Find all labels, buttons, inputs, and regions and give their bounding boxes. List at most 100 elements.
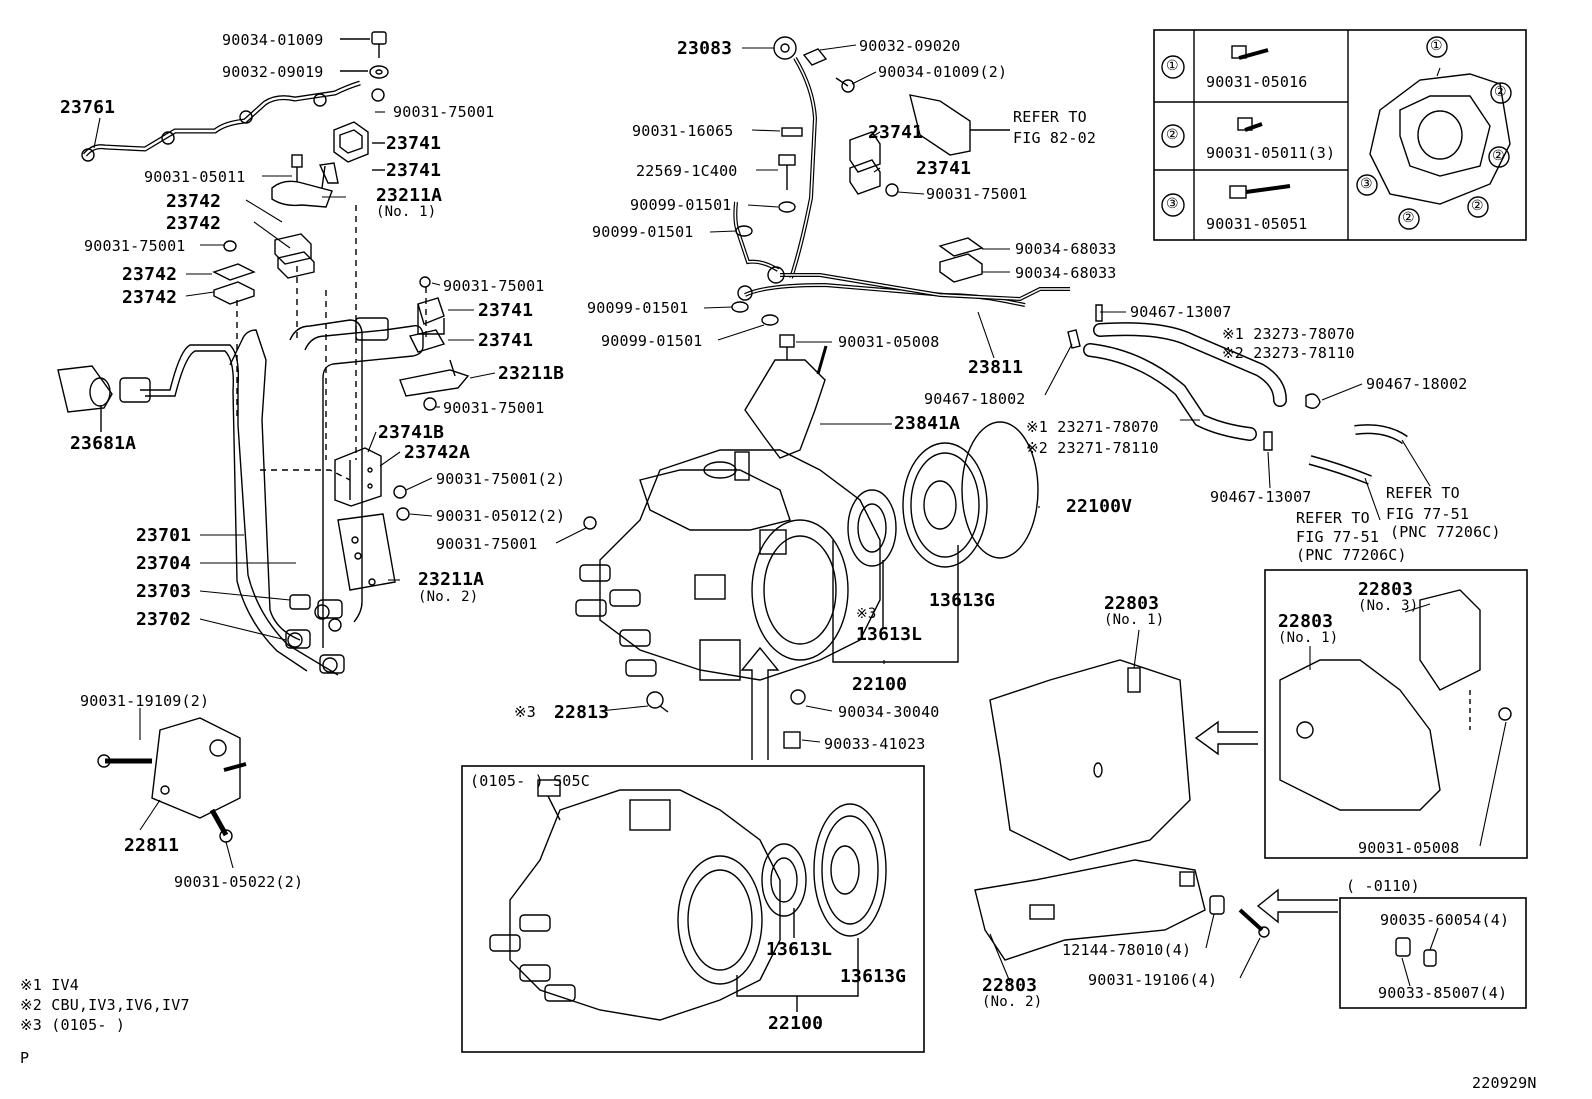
key-part-1: 90031-05016 [1206, 73, 1308, 91]
callout-2b: ② [1492, 148, 1505, 164]
fuel-line-23761 [81, 80, 385, 162]
part-label-p90033-85007: 90033-85007(4) [1378, 984, 1508, 1002]
bracket-23841A [744, 345, 828, 459]
inset-box-22803 [1264, 569, 1528, 859]
callout-2c: ② [1471, 198, 1484, 214]
bearing-13613L-inset [761, 843, 807, 917]
part-label-p90099-01501d: 90099-01501 [601, 332, 703, 350]
part-label-p0110: ( -0110) [1346, 877, 1420, 895]
assembly-lines-left [236, 205, 427, 481]
part-label-p13613G-a: 13613G [929, 590, 996, 611]
part-label-p23742b: 23742 [166, 213, 222, 234]
injection-pipe-ends [285, 594, 345, 674]
part-label-p22100a: 22100 [852, 674, 908, 695]
hose-clamps [1067, 304, 1321, 451]
part-label-p23703: 23703 [136, 581, 192, 602]
part-label-prefer82b: FIG 82-02 [1013, 129, 1097, 147]
part-label-prefer77b1: REFER TO [1296, 509, 1370, 527]
part-label-p90031-75001-2: 90031-75001(2) [436, 470, 566, 488]
part-label-p90034-68033b: 90034-68033 [1015, 264, 1117, 282]
part-label-p13613L-a: 13613L [856, 624, 923, 645]
part-label-p90031-05008b: 90031-05008 [1358, 839, 1460, 857]
corner-p: P [20, 1049, 30, 1067]
part-label-p12144: 12144-78010(4) [1062, 941, 1192, 959]
part-label-p90467-18002a: 90467-18002 [1366, 375, 1468, 393]
part-label-p22803-1: 22803 [1104, 593, 1160, 614]
o-ring-22100V [961, 421, 1039, 559]
part-label-p23211A-2n: (No. 2) [418, 589, 479, 605]
hoses-23271-23273 [1083, 322, 1408, 485]
part-label-p23704: 23704 [136, 553, 192, 574]
part-label-p23271b: ※2 23271-78110 [1026, 439, 1159, 457]
cover-22803-no1 [989, 659, 1191, 861]
key-mark-2: ② [1166, 127, 1179, 143]
key-part-2: 90031-05011(3) [1206, 144, 1336, 162]
bracket-22811 [97, 717, 247, 843]
part-label-p22803-2: 22803 [982, 975, 1038, 996]
callout-1: ① [1430, 38, 1443, 54]
bracket-line-22100a [832, 540, 959, 663]
figure-code: 220929N [1472, 1074, 1537, 1092]
key-mark-3: ③ [1166, 196, 1179, 212]
part-label-p90034-30040: 90034-30040 [838, 703, 940, 721]
part-label-p22803-1bn: (No. 1) [1278, 630, 1339, 646]
part-label-p23742A: 23742A [404, 442, 471, 463]
inset-box-0110 [1339, 897, 1527, 1009]
callout-2a: ② [1494, 84, 1507, 100]
part-label-p90031-16065: 90031-16065 [632, 122, 734, 140]
clamp-23741-center [849, 131, 899, 197]
part-label-p22813: 22813 [554, 702, 610, 723]
bracket-23211A-no1 [271, 154, 333, 208]
timing-cover-22803-inset [1279, 589, 1512, 811]
part-label-p22803-1b: 22803 [1278, 611, 1334, 632]
part-label-p90035-60054: 90035-60054(4) [1380, 911, 1510, 929]
key-part-3: 90031-05051 [1206, 215, 1308, 233]
part-label-p23811: 23811 [968, 357, 1024, 378]
injection-pump-main [575, 449, 881, 749]
gear-13613G [902, 442, 988, 568]
part-label-prefer77b3: (PNC 77206C) [1296, 546, 1407, 564]
part-label-p90031-75001a: 90031-75001 [393, 103, 495, 121]
part-label-p23741d: 23741 [478, 330, 534, 351]
leader-lines [93, 44, 1507, 987]
part-label-p90031-75001b: 90031-75001 [84, 237, 186, 255]
part-label-p23742a: 23742 [166, 191, 222, 212]
part-label-prefer77b2: FIG 77-51 [1296, 528, 1380, 546]
part-label-p90467-18002b: 90467-18002 [924, 390, 1026, 408]
clamp-23741-mid [408, 276, 446, 353]
note-3: ※3 (0105- ) [20, 1016, 126, 1034]
arrow-up-center [740, 646, 780, 760]
injection-pump-s05c [489, 779, 781, 1021]
part-label-p13613G-b: 13613G [840, 966, 907, 987]
bolt-90034-01009 [369, 31, 389, 79]
part-label-p90031-75001e: 90031-75001 [436, 535, 538, 553]
small-parts-bottom-right [1209, 888, 1437, 967]
part-label-p22100b: 22100 [768, 1013, 824, 1034]
part-label-p22811: 22811 [124, 835, 180, 856]
part-label-p23741a: 23741 [386, 133, 442, 154]
fitting-23681A [57, 365, 151, 432]
part-label-p23083: 23083 [677, 38, 733, 59]
part-label-prefer82a: REFER TO [1013, 108, 1087, 126]
part-label-p23741B: 23741B [378, 422, 445, 443]
part-label-p90032-09020: 90032-09020 [859, 37, 961, 55]
banjo-washers-center [731, 48, 855, 360]
clamps-90034-68033 [938, 237, 984, 283]
part-label-p23741e: 23741 [868, 122, 924, 143]
part-label-p22813x: ※3 [514, 703, 536, 721]
note-2: ※2 CBU,IV3,IV6,IV7 [20, 996, 190, 1014]
part-label-p90467-13007a: 90467-13007 [1130, 303, 1232, 321]
part-label-p13613L-b: 13613L [766, 939, 833, 960]
part-label-p22803-3n: (No. 3) [1358, 598, 1419, 614]
part-label-p90099-01501a: 90099-01501 [630, 196, 732, 214]
part-label-p90467-13007b: 90467-13007 [1210, 488, 1312, 506]
part-label-p90031-75001d: 90031-75001 [443, 399, 545, 417]
inset-box-s05c [461, 765, 925, 1053]
part-label-p23741c: 23741 [478, 300, 534, 321]
part-label-p90031-05012-2: 90031-05012(2) [436, 507, 566, 525]
part-label-p13613L-ax: ※3 [856, 606, 877, 622]
part-label-p23211A-1n: (No. 1) [376, 204, 437, 220]
part-label-p90031-75001c: 90031-75001 [443, 277, 545, 295]
